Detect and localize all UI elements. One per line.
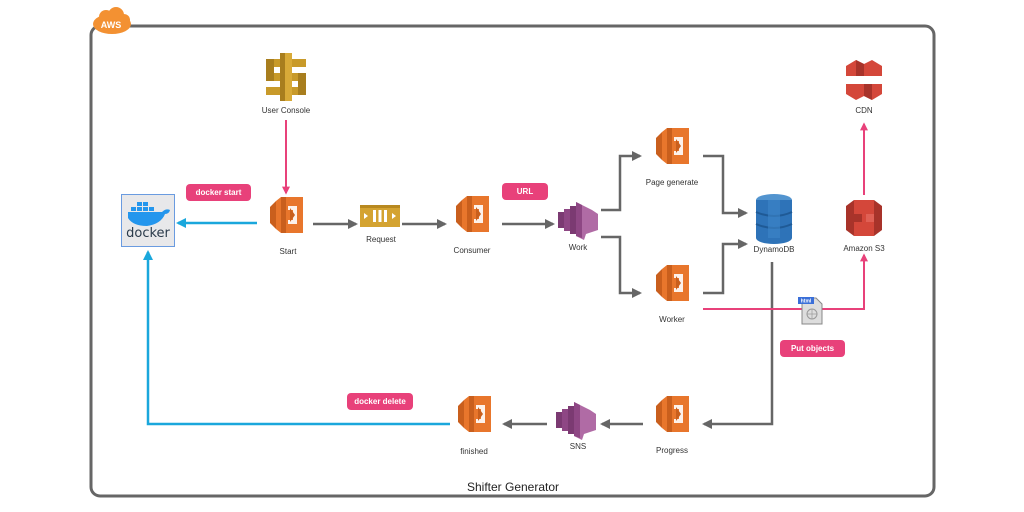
amazon-s3-label: Amazon S3 [843, 244, 885, 253]
finished-label: finished [460, 447, 488, 456]
consumer-label: Consumer [453, 246, 491, 255]
docker-node[interactable]: docker [121, 194, 175, 247]
edge-dynamodb-to-progress [702, 262, 774, 429]
docker-whale-icon [128, 202, 170, 226]
edge-worker-to-dynamodb [703, 239, 748, 295]
lambda-icon-consumer [456, 196, 489, 232]
progress-label: Progress [655, 446, 689, 455]
dynamodb-icon [755, 194, 793, 244]
docker-label: docker [126, 226, 170, 241]
diagram-title: Shifter Generator [466, 480, 560, 494]
worker-label: Worker [659, 315, 685, 324]
lambda-icon-finished [458, 396, 491, 432]
docker-start-badge: docker start [186, 184, 251, 201]
lambda-icon-progress [656, 396, 689, 432]
lambda-icon-worker [656, 265, 689, 301]
edge-page-generate-to-dynamodb [703, 154, 748, 218]
s3-icon [846, 200, 882, 236]
sns-icon-work [558, 202, 598, 240]
sns-icon-sns [556, 402, 596, 440]
api-gateway-icon [266, 53, 306, 101]
sns-label: SNS [569, 442, 587, 451]
dynamodb-label: DynamoDB [753, 245, 795, 254]
url-badge: URL [502, 183, 548, 200]
html-file-icon: html [798, 297, 823, 325]
user-console-label: User Console [261, 106, 311, 115]
edge-work-to-page-generate [601, 151, 642, 212]
edge-work-to-worker [601, 235, 642, 298]
sqs-queue-icon [360, 205, 400, 227]
aws-tag-label: AWS [101, 20, 122, 30]
start-label: Start [279, 247, 297, 256]
lambda-icon-page-generate [656, 128, 689, 164]
cloudfront-icon [846, 60, 882, 100]
put-objects-badge: Put objects [780, 340, 845, 357]
lambda-icon-start [270, 197, 303, 233]
cdn-label: CDN [855, 106, 873, 115]
aws-cloud-frame [89, 24, 936, 498]
aws-cloud-icon: AWS [93, 7, 131, 34]
html-file-label: html [801, 299, 812, 305]
edge-worker-to-s3 [703, 253, 868, 310]
work-label: Work [568, 243, 588, 252]
page-generate-label: Page generate [645, 178, 699, 187]
docker-delete-badge: docker delete [347, 393, 413, 410]
edge-finished-to-docker [143, 250, 450, 426]
request-label: Request [366, 235, 396, 244]
